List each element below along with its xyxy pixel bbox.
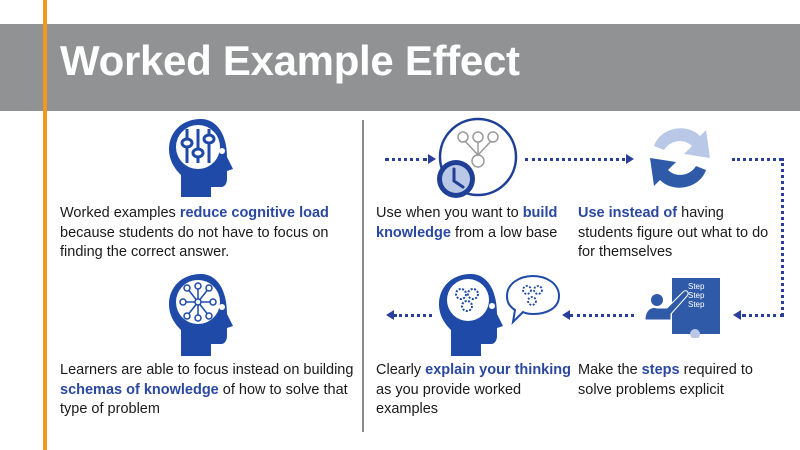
card-reduce-load-text: Worked examples reduce cognitive load be… (60, 205, 329, 260)
flow-connector (385, 158, 427, 161)
flow-connector (570, 314, 634, 317)
arrow-right-icon (428, 154, 436, 164)
highlight: explain your thinking (425, 362, 571, 378)
arrow-left-icon (733, 310, 741, 320)
accent-bar (43, 0, 47, 450)
arrow-left-icon (562, 310, 570, 320)
card-schemas-text: Learners are able to focus instead on bu… (60, 362, 354, 417)
flow-connector (742, 314, 784, 317)
flow-connector (732, 158, 782, 161)
column-divider (362, 120, 364, 432)
arrow-right-icon (626, 154, 634, 164)
highlight: build knowledge (376, 205, 558, 241)
highlight: schemas of knowledge (60, 381, 219, 398)
step-make-steps-text: Make the steps required to solve problem… (578, 362, 753, 398)
accent-bar-segment (43, 24, 47, 111)
step-explain-thinking-text: Clearly explain your thinking as you pro… (376, 362, 571, 417)
refresh-cycle-icon (650, 128, 710, 188)
teacher-board-icon: Step Step Step (645, 278, 720, 338)
page-title: Worked Example Effect (60, 37, 520, 84)
flow-connector (394, 314, 432, 317)
flow-connector (781, 158, 784, 316)
clock-knowledge-tree-icon (437, 117, 518, 198)
title-band (0, 24, 800, 111)
flow-connector (525, 158, 625, 161)
head-network-icon (169, 274, 233, 356)
highlight: steps (641, 362, 680, 378)
board-lines: Step Step Step (688, 282, 705, 309)
highlight: Use instead of (578, 205, 678, 221)
head-gears-speech-icon (439, 274, 561, 356)
step-build-knowledge-text: Use when you want to build knowledge fro… (376, 205, 558, 241)
highlight: reduce cognitive load (179, 205, 329, 221)
arrow-left-icon (386, 310, 394, 320)
head-sliders-icon (169, 119, 233, 197)
step-use-instead-text: Use instead of having students figure ou… (578, 205, 769, 260)
